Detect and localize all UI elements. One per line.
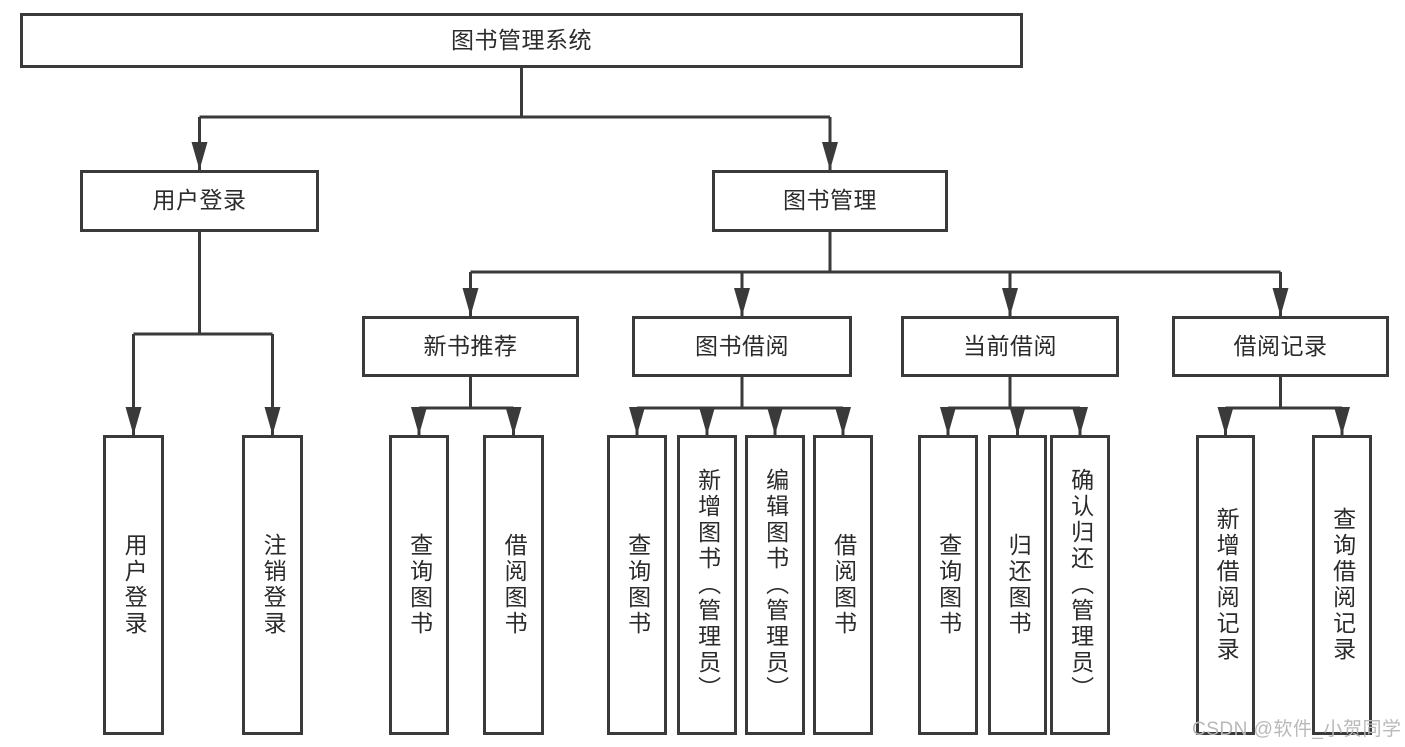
- node-record[interactable]: 借阅记录: [1172, 316, 1389, 377]
- node-label: 新增借阅记录: [1213, 507, 1240, 663]
- arrowhead-icon: [125, 407, 142, 435]
- arrowhead-icon: [835, 407, 851, 435]
- arrowhead-icon: [767, 407, 783, 435]
- node-bookmgmt[interactable]: 图书管理: [712, 170, 948, 232]
- node-leaf-edit-book[interactable]: 编辑图书（管理员）: [745, 435, 805, 735]
- node-leaf-borrow-book[interactable]: 借阅图书: [813, 435, 873, 735]
- node-leaf-confirm-return[interactable]: 确认归还（管理员）: [1050, 435, 1110, 735]
- node-label: 当前借阅: [963, 332, 1057, 359]
- node-label: 注销登录: [260, 533, 287, 637]
- arrowhead-icon: [462, 288, 479, 316]
- node-login[interactable]: 用户登录: [80, 170, 319, 232]
- arrowhead-icon: [1002, 288, 1018, 316]
- node-borrow[interactable]: 图书借阅: [632, 316, 852, 377]
- arrowhead-icon: [940, 407, 956, 435]
- node-leaf-add-book[interactable]: 新增图书（管理员）: [677, 435, 737, 735]
- node-label: 查询图书: [624, 533, 651, 637]
- node-leaf-query-record[interactable]: 查询借阅记录: [1312, 435, 1372, 735]
- node-newbook[interactable]: 新书推荐: [362, 316, 579, 377]
- arrowhead-icon: [1334, 407, 1350, 435]
- node-root[interactable]: 图书管理系统: [20, 13, 1023, 68]
- arrowhead-icon: [629, 407, 645, 435]
- node-label: 归还图书: [1005, 533, 1032, 637]
- node-label: 图书管理系统: [451, 26, 592, 53]
- arrowhead-icon: [1272, 288, 1289, 316]
- arrowhead-icon: [699, 407, 715, 435]
- node-leaf-add-record[interactable]: 新增借阅记录: [1196, 435, 1255, 735]
- node-leaf-return-book[interactable]: 归还图书: [988, 435, 1047, 735]
- node-label: 图书管理: [783, 187, 877, 214]
- arrowhead-icon: [191, 142, 208, 170]
- watermark-text: CSDN @软件_小贺同学: [1192, 719, 1402, 740]
- node-current[interactable]: 当前借阅: [901, 316, 1119, 377]
- node-label: 新书推荐: [423, 332, 518, 359]
- node-label: 查询图书: [935, 533, 962, 637]
- node-leaf-borrow-book-new[interactable]: 借阅图书: [483, 435, 544, 735]
- arrowhead-icon: [822, 142, 838, 170]
- node-label: 图书借阅: [695, 332, 789, 359]
- arrowhead-icon: [411, 407, 427, 435]
- node-leaf-query-book[interactable]: 查询图书: [607, 435, 667, 735]
- node-label: 编辑图书（管理员）: [762, 468, 789, 702]
- node-label: 用户登录: [121, 533, 148, 637]
- node-label: 用户登录: [152, 187, 247, 214]
- arrowhead-icon: [734, 288, 750, 316]
- arrowhead-icon: [505, 407, 522, 435]
- node-label: 查询图书: [406, 533, 433, 637]
- node-label: 借阅记录: [1233, 332, 1328, 359]
- node-leaf-user-login[interactable]: 用户登录: [103, 435, 164, 735]
- node-leaf-user-logout[interactable]: 注销登录: [242, 435, 303, 735]
- node-leaf-query-book-new[interactable]: 查询图书: [389, 435, 449, 735]
- node-label: 借阅图书: [501, 533, 528, 637]
- node-label: 新增图书（管理员）: [694, 468, 721, 702]
- node-leaf-query-book-cur[interactable]: 查询图书: [918, 435, 978, 735]
- arrowhead-icon: [264, 407, 281, 435]
- arrowhead-icon: [1217, 407, 1234, 435]
- node-label: 查询借阅记录: [1329, 507, 1356, 663]
- node-label: 确认归还（管理员）: [1067, 468, 1094, 702]
- node-label: 借阅图书: [830, 533, 857, 637]
- arrowhead-icon: [1009, 407, 1026, 435]
- arrowhead-icon: [1072, 407, 1088, 435]
